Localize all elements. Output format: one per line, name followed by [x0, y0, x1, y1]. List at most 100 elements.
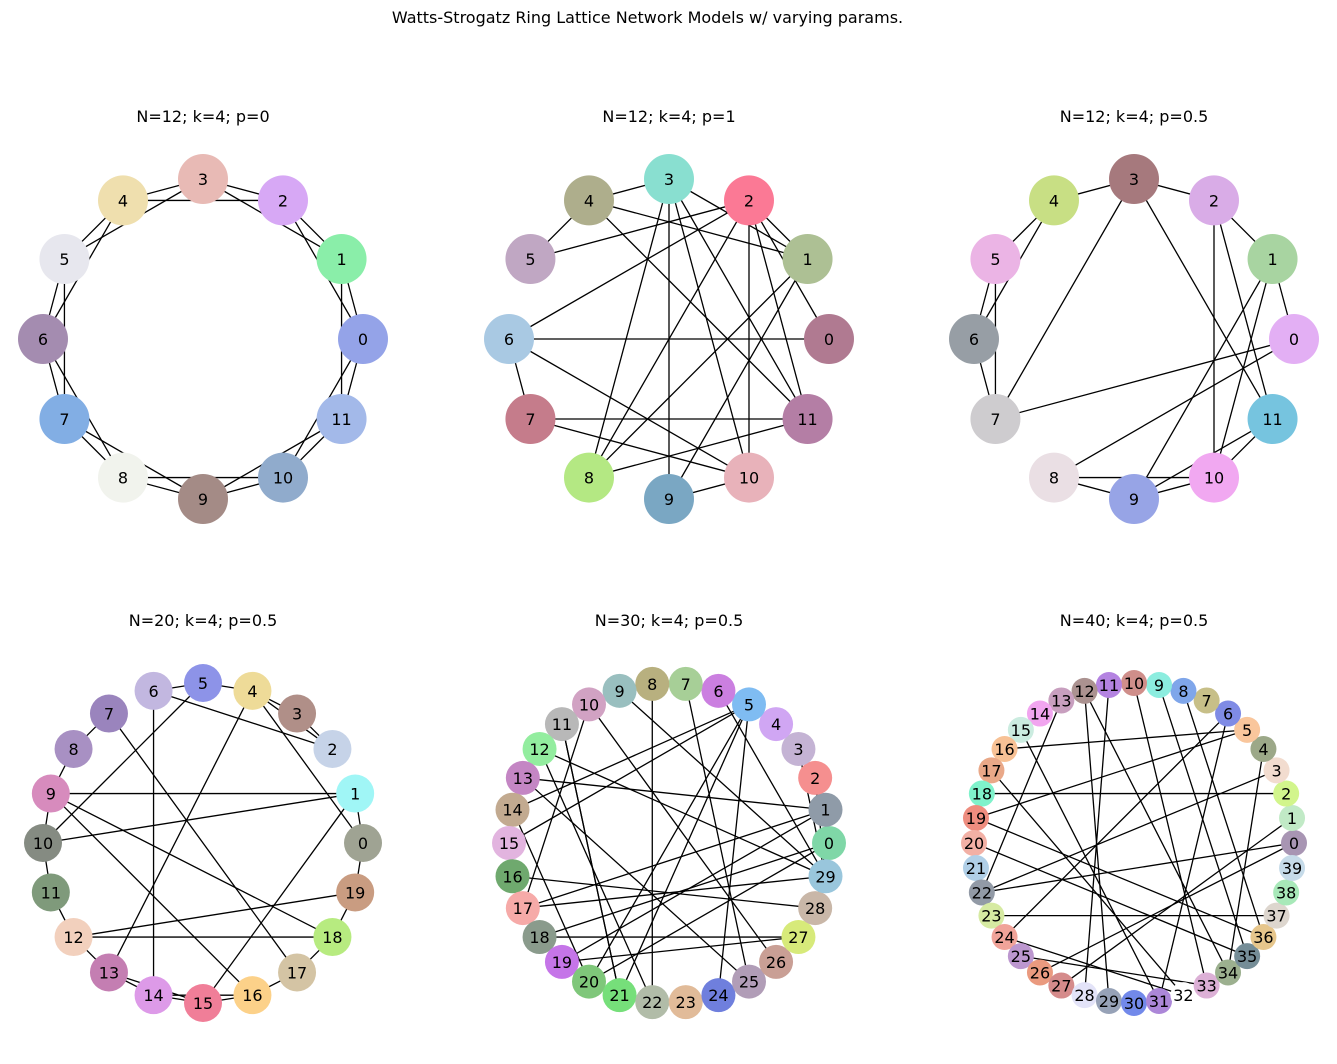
node-label-9: 9	[1129, 490, 1139, 509]
node-8	[98, 452, 148, 503]
node-39	[1279, 855, 1306, 882]
node-5	[39, 234, 90, 284]
edge-24-32	[1004, 936, 1184, 996]
node-18	[313, 918, 352, 957]
edge-0-18	[539, 842, 830, 938]
node-17	[505, 891, 540, 926]
node-label-11: 11	[797, 410, 817, 429]
node-8	[54, 729, 93, 768]
node-label-20: 20	[579, 973, 599, 992]
node-label-3: 3	[793, 740, 803, 759]
node-label-3: 3	[1129, 170, 1139, 189]
node-label-28: 28	[805, 899, 825, 918]
node-23	[668, 985, 703, 1020]
edge-6-24	[1004, 713, 1229, 938]
node-19	[962, 804, 989, 831]
node-16	[991, 735, 1018, 762]
node-label-4: 4	[247, 682, 257, 701]
node-label-13: 13	[99, 963, 119, 982]
node-label-15: 15	[193, 994, 213, 1013]
panel-title: N=12; k=4; p=1	[602, 107, 735, 126]
node-1	[1279, 804, 1306, 831]
node-label-4: 4	[1258, 740, 1268, 759]
node-7	[89, 694, 128, 733]
node-label-13: 13	[513, 769, 533, 788]
node-label-27: 27	[788, 928, 808, 947]
node-label-2: 2	[278, 191, 288, 210]
node-2	[258, 175, 308, 226]
node-22	[635, 985, 670, 1020]
panel-title: N=20; k=4; p=0.5	[129, 611, 278, 630]
node-label-0: 0	[824, 834, 834, 853]
node-label-14: 14	[502, 801, 522, 820]
edge-10-26	[588, 704, 777, 963]
node-label-38: 38	[1276, 883, 1296, 902]
node-label-8: 8	[68, 740, 78, 759]
node-label-1: 1	[820, 801, 830, 820]
panel-title: N=12; k=4; p=0	[136, 107, 269, 126]
edge-8-36	[1182, 690, 1265, 938]
node-7	[1193, 687, 1220, 714]
node-0	[344, 824, 382, 862]
edge-25-33	[1020, 955, 1207, 987]
node-7	[970, 394, 1021, 444]
node-9	[1146, 671, 1173, 698]
node-28	[798, 891, 833, 926]
edge-17-29	[522, 875, 826, 909]
node-label-26: 26	[766, 953, 786, 972]
node-label-10: 10	[739, 469, 759, 488]
edge-9-16	[50, 793, 253, 996]
node-label-7: 7	[104, 705, 114, 724]
node-label-10: 10	[1124, 674, 1144, 693]
node-35	[1234, 943, 1261, 970]
node-15	[184, 984, 222, 1022]
node-3	[1263, 757, 1290, 784]
node-label-22: 22	[642, 993, 662, 1012]
edge-10-33	[1133, 682, 1208, 986]
network-panel-6: N=40; k=4; p=0.5012345678910111213141516…	[961, 611, 1307, 1016]
node-8	[1029, 452, 1079, 503]
node-3	[644, 154, 694, 204]
node-31	[1146, 988, 1173, 1015]
node-label-2: 2	[810, 769, 820, 788]
panel-title: N=30; k=4; p=0.5	[595, 611, 744, 630]
edge-2-6	[508, 199, 750, 340]
node-0	[1269, 314, 1319, 364]
edge-11-21	[561, 723, 621, 996]
node-label-3: 3	[292, 705, 302, 724]
node-20	[572, 964, 606, 999]
node-label-9: 9	[614, 682, 624, 701]
node-28	[1071, 982, 1098, 1009]
node-label-11: 11	[331, 410, 351, 429]
node-label-7: 7	[525, 410, 535, 429]
node-label-24: 24	[994, 928, 1014, 947]
node-label-13: 13	[1051, 691, 1071, 710]
node-label-4: 4	[118, 191, 128, 210]
edge-5-14	[512, 703, 750, 811]
node-label-18: 18	[529, 928, 549, 947]
node-2	[798, 760, 833, 795]
edge-9-35	[1158, 684, 1248, 957]
node-label-21: 21	[609, 986, 629, 1005]
node-9	[602, 673, 637, 708]
node-label-0: 0	[1289, 834, 1299, 853]
node-25	[732, 964, 766, 999]
node-11	[544, 707, 579, 742]
edge-2-8	[588, 200, 750, 478]
edge-1-9	[668, 258, 809, 500]
node-label-11: 11	[1262, 410, 1282, 429]
edge-19-27	[561, 936, 799, 963]
node-9	[31, 774, 70, 813]
node-3	[1109, 154, 1159, 204]
node-4	[759, 707, 794, 742]
node-17	[278, 953, 317, 992]
edge-1-9	[1133, 258, 1274, 500]
node-label-12: 12	[529, 740, 549, 759]
node-label-36: 36	[1253, 928, 1273, 947]
node-14	[134, 976, 173, 1015]
node-9	[178, 474, 228, 524]
node-label-11: 11	[41, 883, 61, 902]
node-6	[1215, 700, 1242, 727]
edge-12-22	[538, 748, 653, 1003]
